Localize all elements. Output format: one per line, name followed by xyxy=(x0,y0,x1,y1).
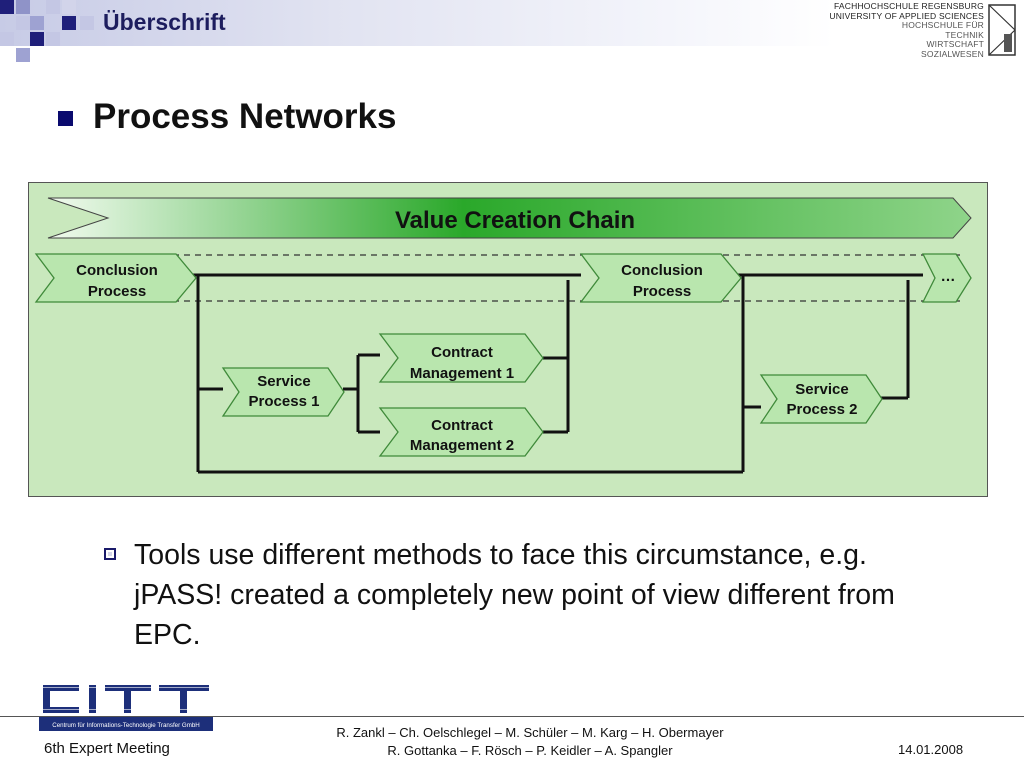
dashed-guides xyxy=(63,254,963,302)
value-chain-label: Value Creation Chain xyxy=(395,207,635,234)
conclusion-process-2-label: Conclusion xyxy=(621,262,703,279)
conclusion-process-1-label: Conclusion xyxy=(76,262,158,279)
university-line: TECHNIK xyxy=(945,29,984,40)
footer-authors: R. Zankl – Ch. Oelschlegel – M. Schüler … xyxy=(300,724,760,760)
value-chain-arrow xyxy=(47,197,972,239)
connector-lines xyxy=(191,273,923,474)
contract-management-1-label: Contract xyxy=(431,344,493,361)
service-process-1-label: Service xyxy=(257,373,310,390)
university-logo: FACHHOCHSCHULE REGENSBURG UNIVERSITY OF … xyxy=(826,1,1018,59)
university-line: SOZIALWESEN xyxy=(921,48,984,59)
header-title: Überschrift xyxy=(103,9,226,35)
hollow-square-bullet-icon xyxy=(104,548,116,560)
slide-title: Process Networks xyxy=(93,97,397,136)
conclusion-process-2-label: Process xyxy=(633,283,691,300)
conclusion-process-1-label: Process xyxy=(88,283,146,300)
service-process-2-label: Process 2 xyxy=(787,401,858,418)
university-line: HOCHSCHULE FÜR xyxy=(901,20,984,30)
conclusion-process-1: Conclusion Process xyxy=(34,253,197,303)
service-process-1-label: Process 1 xyxy=(249,393,320,410)
footer-divider xyxy=(0,716,1024,717)
bullet-text: Tools use different methods to face this… xyxy=(134,539,895,651)
footer-date: 14.01.2008 xyxy=(898,742,964,757)
service-process-2: Service Process 2 xyxy=(759,374,883,424)
university-line: UNIVERSITY OF APPLIED SCIENCES xyxy=(829,10,984,21)
service-process-1: Service Process 1 xyxy=(221,367,345,417)
header-bar xyxy=(0,0,835,46)
decorative-squares xyxy=(0,0,94,62)
contract-management-1: Contract Management 1 xyxy=(378,333,544,383)
citt-logo: Centrum für Informations-Technologie Tra… xyxy=(39,685,213,731)
university-emblem-icon xyxy=(988,4,1016,56)
bullet-square-icon xyxy=(58,111,73,126)
footer-authors-line: R. Zankl – Ch. Oelschlegel – M. Schüler … xyxy=(336,725,724,740)
contract-management-2-label: Contract xyxy=(431,417,493,434)
footer-authors-line: R. Gottanka – F. Rösch – P. Keidler – A.… xyxy=(387,743,673,758)
service-process-2-label: Service xyxy=(795,381,848,398)
university-name: FACHHOCHSCHULE REGENSBURG UNIVERSITY OF … xyxy=(826,1,984,59)
university-line: WIRTSCHAFT xyxy=(926,39,984,49)
contract-management-2-label: Management 2 xyxy=(410,437,514,454)
continuation-label: … xyxy=(941,268,956,285)
contract-management-1-label: Management 1 xyxy=(410,365,514,382)
university-line: FACHHOCHSCHULE REGENSBURG xyxy=(834,1,984,11)
footer-event: 6th Expert Meeting xyxy=(44,740,170,757)
process-network-diagram: Value Creation Chain Conclusion Process … xyxy=(28,182,988,497)
citt-logo-caption: Centrum für Informations-Technologie Tra… xyxy=(52,722,200,729)
contract-management-2: Contract Management 2 xyxy=(378,407,544,457)
conclusion-process-2: Conclusion Process xyxy=(579,253,742,303)
continuation-process: … xyxy=(921,253,972,303)
